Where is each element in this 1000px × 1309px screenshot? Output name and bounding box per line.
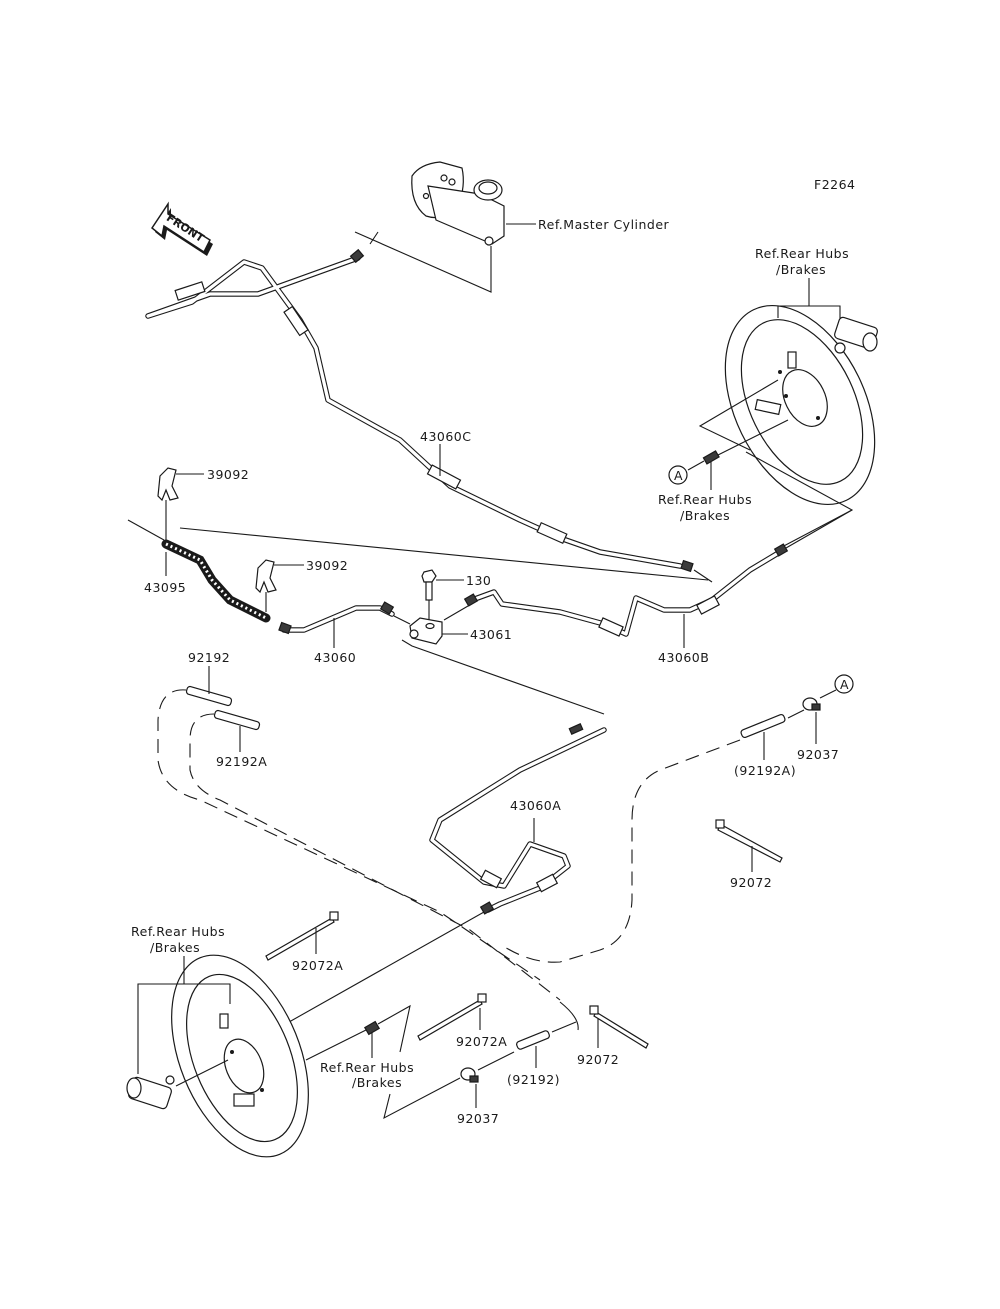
part-label-92072a-lower: 92072A (456, 1034, 507, 1049)
bolt-130-icon (421, 569, 437, 601)
connector-line (127, 519, 165, 541)
part-label-130: 130 (466, 573, 491, 588)
ref-rear-hubs-mid-line1: Ref.Rear Hubs (658, 492, 752, 507)
routing-line (559, 1001, 579, 1031)
tube-92192a-icon (213, 709, 261, 731)
master-cylinder-icon (411, 161, 505, 246)
part-label-43060c: 43060C (420, 429, 472, 444)
brake-hose-43095 (161, 539, 271, 623)
connector-line (401, 639, 605, 715)
brake-pipe-43060c (145, 248, 694, 573)
routing-dashed-line (499, 739, 741, 963)
connector-line (354, 231, 492, 293)
ref-rear-hubs-bottom-line1: Ref.Rear Hubs (320, 1060, 414, 1075)
connector-line (377, 1004, 411, 1053)
brake-pipe-43060b (463, 543, 789, 637)
callout-a-lower (834, 674, 854, 694)
band-92072-right-icon (715, 819, 783, 863)
part-label-92192-ref: (92192) (507, 1072, 560, 1087)
part-label-92192a: 92192A (216, 754, 267, 769)
brake-pipe-43060 (278, 601, 395, 635)
part-label-39092-lower: 39092 (306, 558, 348, 573)
tube-92192a-ref-icon (740, 713, 786, 739)
front-direction-arrow-icon: FRONT (150, 201, 213, 256)
connector-line (443, 605, 469, 621)
part-label-92072-lower: 92072 (577, 1052, 619, 1067)
connector-line (819, 689, 837, 699)
connector-line (693, 569, 713, 583)
part-label-92072-right: 92072 (730, 875, 772, 890)
callout-a-lower-label: A (840, 677, 849, 692)
part-label-43061: 43061 (470, 627, 512, 642)
ref-rear-hubs-bottom-line2: /Brakes (352, 1075, 402, 1090)
connector-line (687, 460, 705, 471)
part-label-92192: 92192 (188, 650, 230, 665)
ref-rear-hubs-lower-line2: /Brakes (150, 940, 200, 955)
connector-line (551, 1021, 577, 1033)
wheel-cylinder-upper-icon (834, 316, 878, 354)
callout-a-upper (668, 465, 688, 485)
bleeder-fitting-icon (702, 450, 720, 465)
part-label-43060b: 43060B (658, 650, 709, 665)
connector-line (393, 615, 411, 625)
routing-dashed-line (157, 689, 541, 981)
part-label-92192a-ref: (92192A) (734, 763, 796, 778)
ref-rear-hubs-upper-line2: /Brakes (776, 262, 826, 277)
connector-line (175, 1059, 229, 1087)
routing-dashed-line (189, 713, 561, 1001)
connector-line (383, 1077, 461, 1120)
rear-brake-drum-upper-icon (724, 304, 876, 506)
part-label-92037-right: 92037 (797, 747, 839, 762)
ref-rear-hubs-upper-line1: Ref.Rear Hubs (755, 246, 849, 261)
connector-line (179, 527, 709, 581)
clamp-92037-right-icon (802, 697, 821, 711)
connector-line (787, 709, 805, 719)
wheel-cylinder-lower-icon (126, 1075, 175, 1110)
ref-rear-hubs-lower-line1: Ref.Rear Hubs (131, 924, 225, 939)
part-label-92072a-left: 92072A (292, 958, 343, 973)
band-92072a-lower-icon (417, 993, 487, 1041)
clip-39092-lower-icon (255, 559, 277, 594)
part-label-43060: 43060 (314, 650, 356, 665)
part-label-39092-upper: 39092 (207, 467, 249, 482)
connector-line (785, 509, 853, 549)
figure-id: F2264 (814, 177, 856, 192)
connector-line (711, 419, 789, 459)
part-label-92037-lower: 92037 (457, 1111, 499, 1126)
band-92072a-left-icon (265, 911, 339, 961)
tube-92192-icon (185, 685, 233, 707)
callout-a-upper-label: A (674, 468, 683, 483)
band-92072-lower-icon (589, 1005, 649, 1049)
connector-line (698, 379, 779, 451)
bleeder-fitting-lower-icon (363, 1020, 381, 1036)
brake-pipe-43060a (429, 723, 607, 915)
connector-line (477, 1051, 515, 1071)
ref-rear-hubs-mid-line2: /Brakes (680, 508, 730, 523)
connector-line (305, 1029, 367, 1061)
part-label-43095: 43095 (144, 580, 186, 595)
connector-line (281, 911, 485, 1027)
clip-39092-upper-icon (157, 467, 179, 502)
part-label-43060a: 43060A (510, 798, 561, 813)
clamp-92037-lower-icon (460, 1067, 479, 1083)
rear-brake-drum-lower-icon (171, 954, 309, 1158)
ref-master-cylinder-label: Ref.Master Cylinder (538, 217, 670, 232)
connector-line (369, 231, 379, 245)
tube-92192-ref-icon (516, 1030, 550, 1050)
joint-43061-icon (409, 617, 443, 645)
